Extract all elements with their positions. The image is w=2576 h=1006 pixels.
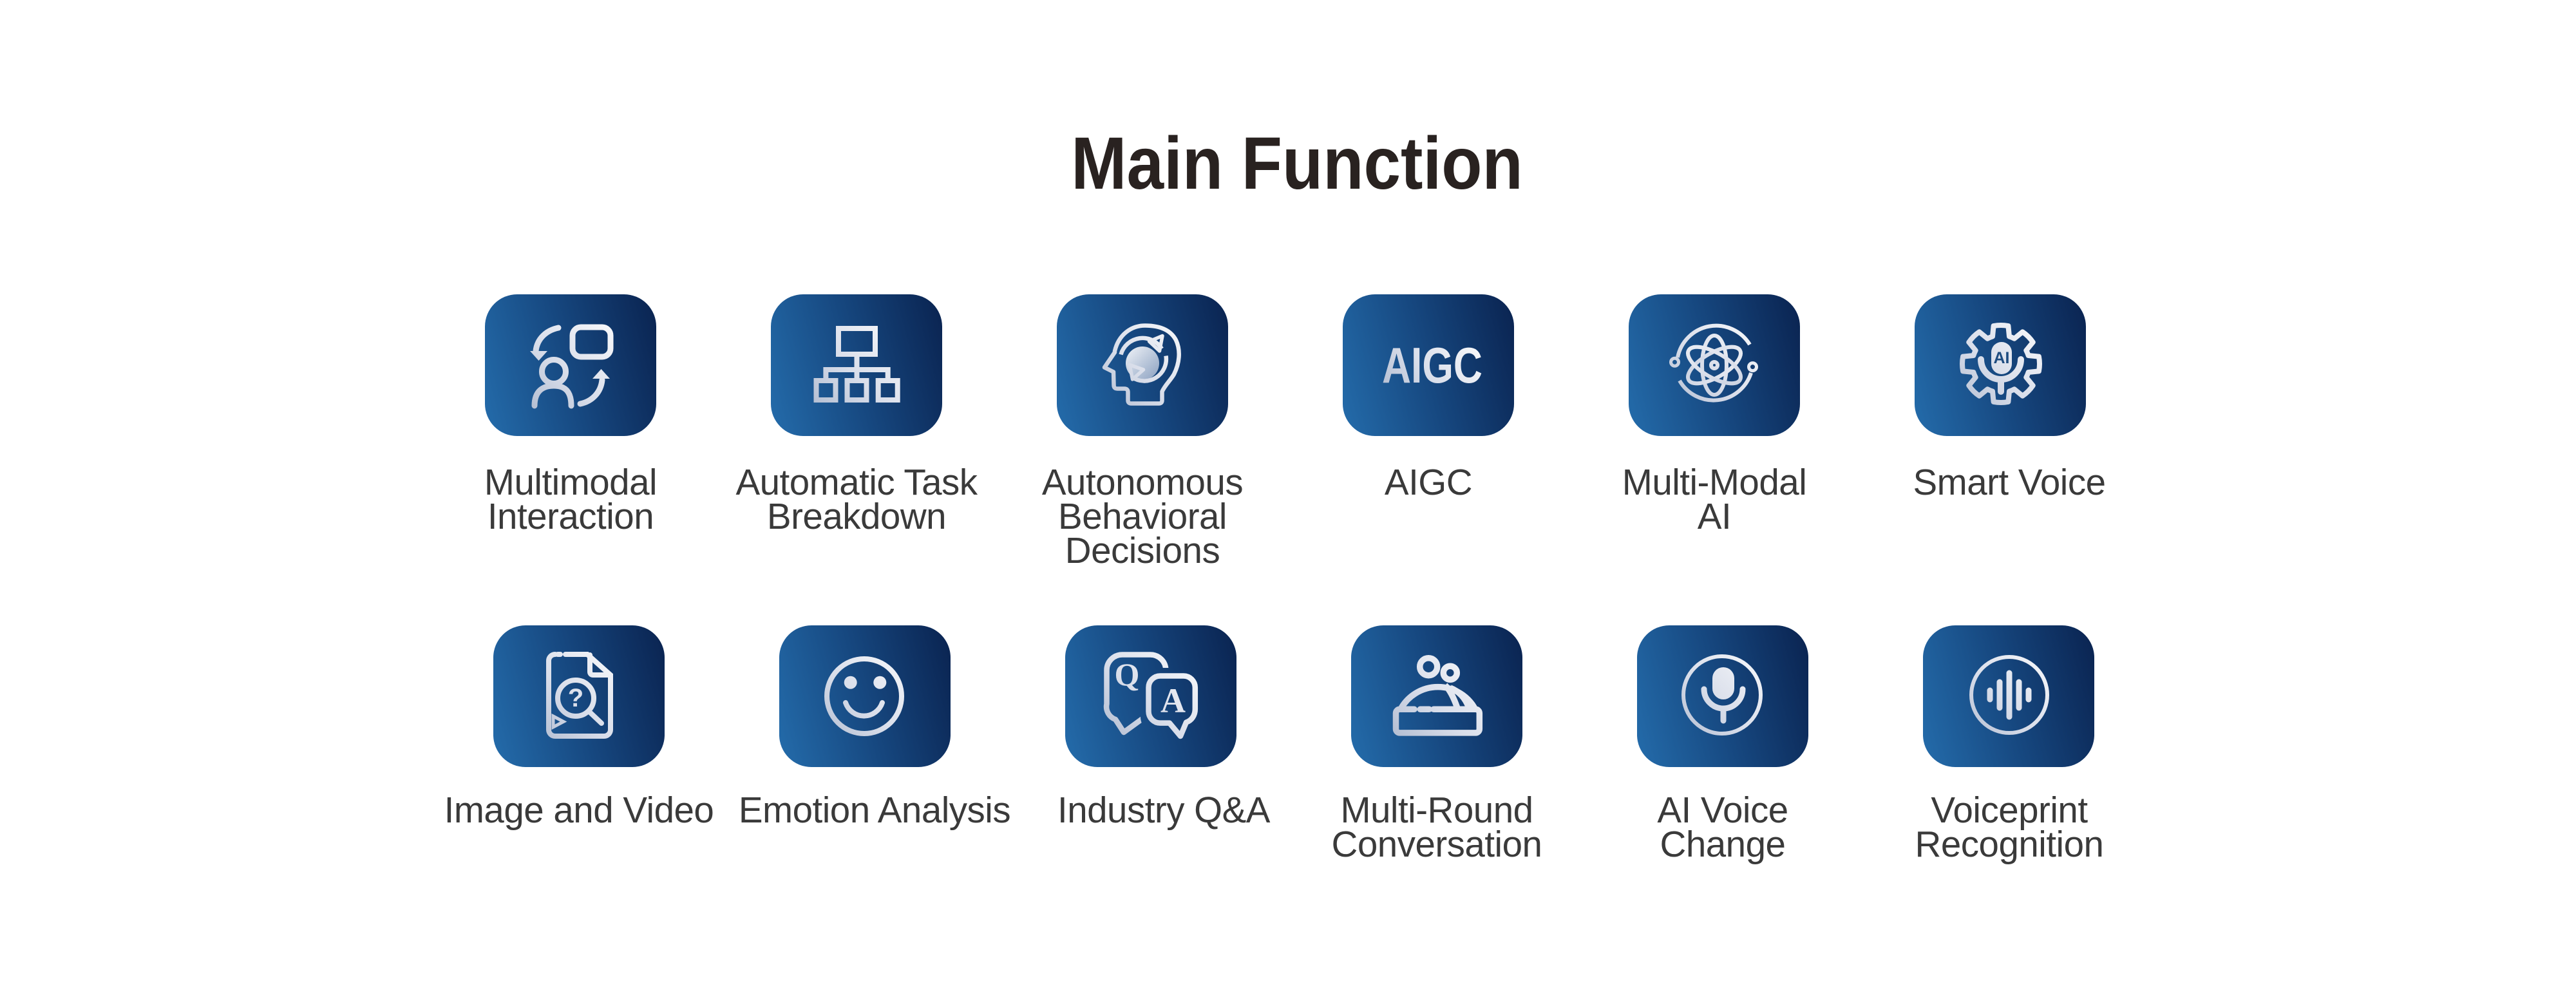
svg-text:A: A: [1160, 681, 1186, 720]
svg-text:?: ?: [568, 684, 583, 712]
svg-text:AIGC: AIGC: [1382, 337, 1482, 393]
svg-text:AI: AI: [1994, 349, 2010, 367]
svg-text:Q: Q: [1115, 656, 1140, 692]
